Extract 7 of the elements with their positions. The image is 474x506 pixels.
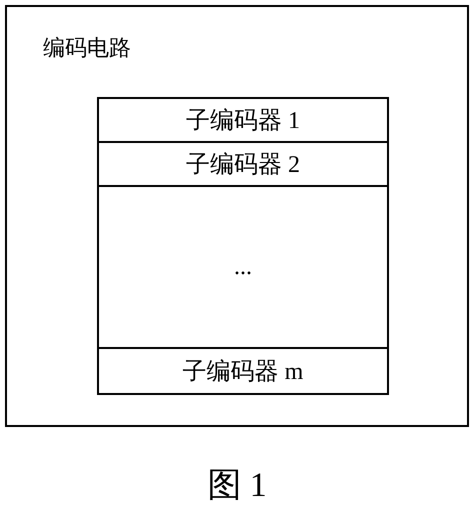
figure-caption: 图 1 [206, 466, 268, 506]
circuit-box [5, 5, 469, 427]
box-title: 编码电路 [43, 34, 131, 62]
encoder-cell: 子编码器 m [97, 347, 389, 395]
encoder-cell: ... [97, 185, 389, 349]
encoder-cell: 子编码器 1 [97, 97, 389, 143]
encoder-cell: 子编码器 2 [97, 141, 389, 187]
